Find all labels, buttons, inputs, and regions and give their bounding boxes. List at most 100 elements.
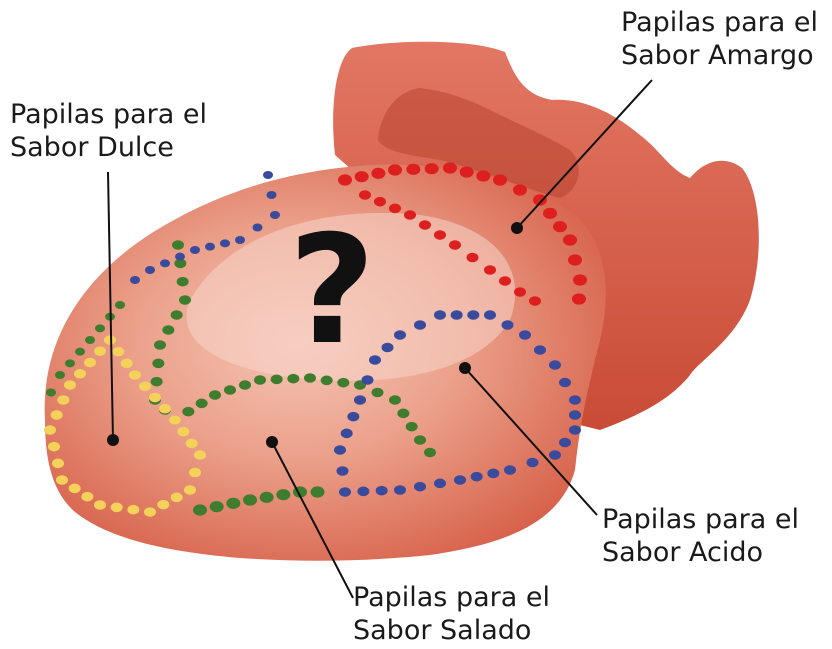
label-sabor-amargo: Papilas para el Sabor Amargo — [621, 6, 818, 72]
salado-dot — [115, 301, 125, 309]
acido-dot — [190, 246, 200, 254]
acido-dot — [339, 487, 351, 497]
dulce-dot — [69, 484, 81, 494]
label-dulce-line2: Sabor Dulce — [10, 131, 207, 164]
amargo-dot — [425, 163, 439, 174]
amargo-dot — [388, 164, 402, 175]
amargo-dot — [572, 293, 586, 304]
acido-dot — [414, 320, 426, 330]
amargo-dot — [553, 221, 567, 232]
acido-dot — [534, 345, 546, 355]
dulce-dot — [169, 415, 181, 425]
dulce-dot — [149, 393, 161, 403]
amargo-dot — [443, 162, 457, 173]
salado-dot — [243, 494, 257, 505]
salado-dot — [210, 501, 224, 512]
salado-dot — [337, 378, 349, 388]
amargo-dot — [573, 274, 587, 285]
salado-dot — [196, 399, 208, 409]
dulce-dot — [64, 380, 76, 390]
acido-dot — [205, 243, 215, 251]
amargo-dot — [355, 171, 369, 182]
acido-dot — [454, 475, 466, 485]
label-acido-line1: Papilas para el — [602, 503, 799, 536]
salado-dot — [154, 340, 166, 350]
dulce-dot — [52, 459, 64, 469]
salado-dot — [224, 385, 236, 395]
acido-dot — [354, 395, 366, 405]
dulce-dot — [129, 370, 141, 380]
acido-dot — [467, 310, 479, 320]
amargo-dot — [543, 208, 557, 219]
amargo-dot — [374, 197, 386, 207]
dulce-dot — [48, 442, 60, 452]
amargo-dot — [529, 296, 541, 306]
acido-dot — [263, 171, 273, 179]
amargo-dot — [406, 164, 420, 175]
acido-dot — [487, 469, 499, 479]
salado-dot — [193, 504, 207, 515]
acido-dot — [130, 276, 140, 284]
salado-dot — [171, 310, 183, 320]
salado-dot — [372, 388, 384, 398]
dulce-dot — [94, 500, 106, 510]
acido-dot — [337, 466, 349, 476]
acido-dot — [160, 259, 170, 267]
amargo-dot — [449, 240, 461, 250]
acido-dot — [569, 410, 581, 420]
salado-dot — [177, 277, 189, 287]
salado-dot — [276, 489, 290, 500]
salado-dot — [209, 390, 221, 400]
acido-dot — [569, 425, 581, 435]
label-sabor-dulce: Papilas para el Sabor Dulce — [10, 98, 207, 164]
label-dulce-line1: Papilas para el — [10, 98, 207, 131]
amargo-dot — [513, 184, 527, 195]
dulce-dot — [159, 404, 171, 414]
dulce-dot — [57, 395, 69, 405]
acido-dot — [549, 450, 561, 460]
salado-dot — [389, 395, 401, 405]
dot-amargo — [511, 222, 523, 234]
salado-dot — [162, 325, 174, 335]
salado-dot — [75, 348, 85, 356]
acido-dot — [434, 479, 446, 489]
acido-dot — [253, 224, 263, 232]
acido-dot — [334, 445, 346, 455]
acido-dot — [504, 465, 516, 475]
question-mark: ? — [288, 204, 375, 378]
dot-dulce — [107, 434, 119, 446]
dulce-dot — [144, 507, 156, 517]
acido-dot — [235, 236, 245, 244]
dulce-dot — [84, 358, 96, 368]
dulce-dot — [194, 450, 206, 460]
acido-dot — [145, 266, 155, 274]
acido-dot — [569, 395, 581, 405]
acido-dot — [471, 472, 483, 482]
salado-dot — [151, 377, 163, 387]
amargo-dot — [434, 230, 446, 240]
amargo-dot — [476, 170, 490, 181]
salado-dot — [414, 435, 426, 445]
dulce-dot — [51, 410, 63, 420]
salado-dot — [179, 295, 191, 305]
dulce-dot — [189, 468, 201, 478]
label-salado-line1: Papilas para el — [353, 581, 550, 614]
acido-dot — [559, 438, 571, 448]
dulce-dot — [74, 369, 86, 379]
acido-dot — [267, 191, 277, 199]
amargo-dot — [338, 174, 352, 185]
salado-dot — [406, 422, 418, 432]
amargo-dot — [389, 204, 401, 214]
dulce-dot — [81, 492, 93, 502]
amargo-dot — [499, 276, 511, 286]
dulce-dot — [186, 439, 198, 449]
acido-dot — [527, 458, 539, 468]
amargo-dot — [568, 254, 582, 265]
label-amargo-line2: Sabor Amargo — [621, 39, 818, 72]
dulce-dot — [177, 427, 189, 437]
acido-dot — [434, 310, 446, 320]
acido-dot — [502, 320, 514, 330]
acido-dot — [357, 487, 369, 497]
acido-dot — [220, 239, 230, 247]
salado-dot — [226, 498, 240, 509]
